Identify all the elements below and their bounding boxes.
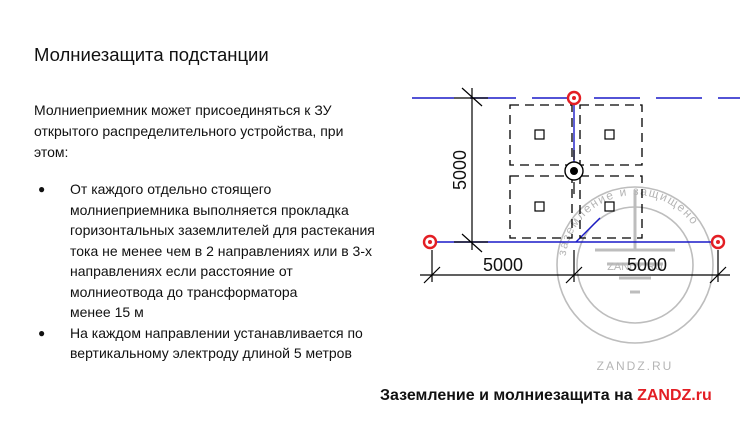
dim-vertical-label: 5000 — [450, 150, 470, 190]
bullet-marker: ● — [38, 182, 46, 196]
central-lightning-rod-icon — [564, 150, 584, 194]
dim-right-label: 5000 — [627, 255, 667, 275]
equipment-markers — [534, 129, 615, 212]
bullet-line: горизонтальных заземлителей для растекан… — [70, 222, 375, 238]
bullet-list: ● От каждого отдельно стоящего молниепри… — [34, 179, 404, 364]
ground-symbol-icon — [595, 190, 675, 294]
intro-paragraph: Молниеприемник может присоединяться к ЗУ… — [34, 100, 379, 163]
intro-line: Молниеприемник может присоединяться к ЗУ — [34, 102, 332, 118]
watermark-bottom-text: ZANDZ.RU — [597, 359, 674, 373]
footer-text: Заземление и молниезащита на — [380, 387, 638, 404]
bullet-line: молниеприемника выполняется прокладка — [70, 201, 349, 218]
horizontal-dimension — [420, 250, 730, 284]
bullet-marker: ● — [38, 325, 46, 340]
bottom-ground-line — [430, 217, 718, 243]
bullet-item: ● От каждого отдельно стоящего молниепри… — [34, 179, 404, 323]
bullet-line: вертикальному электроду длиной 5 метров — [70, 345, 352, 361]
bullet-line: менее 15 м — [70, 304, 144, 320]
footer-caption: Заземление и молниезащита на ZANDZ.ru — [380, 387, 712, 405]
intro-line: этом: — [34, 144, 69, 160]
bullet-item: ● На каждом направлении устанавливается … — [34, 323, 404, 364]
footer-brand[interactable]: ZANDZ.ru — [637, 387, 712, 404]
page-title: Молниезащита подстанции — [34, 44, 269, 65]
intro-line: открытого распределительного устройства,… — [34, 123, 344, 139]
substation-diagram: 5000 5000 5000 — [412, 87, 740, 284]
dim-left-label: 5000 — [483, 255, 523, 275]
bullet-line: молниеотвода до трансформатора — [70, 283, 298, 300]
bullet-line: тока не менее чем в 2 направлениях или в… — [70, 242, 372, 259]
bullet-line: От каждого отдельно стоящего — [70, 181, 272, 197]
bullet-line: На каждом направлении устанавливается по — [70, 324, 363, 341]
vertical-dimension — [454, 87, 488, 253]
watermark-mid-text: ZANDZ.RU — [607, 261, 663, 273]
watermark-logo: заземление и защищено ZANDZ.RU ZANDZ.RU — [555, 184, 714, 373]
bullet-line: направлениях если расстояние от — [70, 263, 293, 279]
switchgear-cells — [509, 104, 643, 239]
